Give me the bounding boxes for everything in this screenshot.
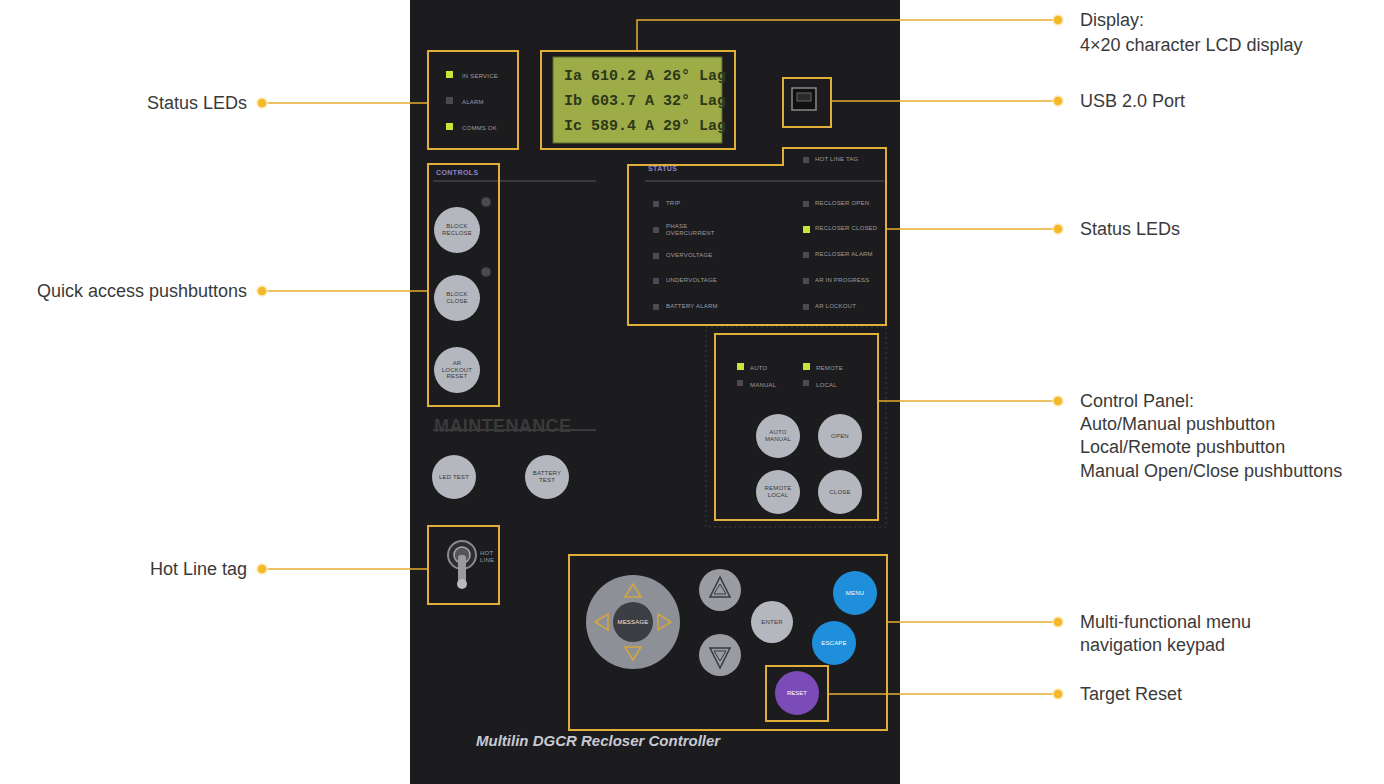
button-label: REMOTE LOCAL — [756, 470, 800, 514]
led-label: PHASE OVERCURRENT — [666, 223, 712, 236]
panel-title: Multilin DGCR Recloser Controller — [476, 733, 736, 750]
pushbutton: ENTER — [751, 601, 793, 643]
controller-panel: Multilin DGCR Recloser Controller IN SERV… — [410, 0, 900, 784]
led-label: COMMS OK — [462, 125, 518, 132]
section-heading: CONTROLS — [436, 169, 506, 177]
status-led-panel: STATUS TRIP PHASE OVERCURRENT OVERVOLTAGE UN… — [628, 148, 886, 325]
leader-lines — [262, 20, 1058, 694]
callout-label: Status LEDs — [7, 92, 247, 115]
button-label: ENTER — [751, 601, 793, 643]
switch-label: HOT LINE — [480, 550, 502, 563]
pushbutton: BLOCK RECLOSE — [434, 207, 480, 253]
button-label: MESSAGE — [613, 602, 653, 642]
pushbutton: BLOCK CLOSE — [434, 275, 480, 321]
divider — [433, 181, 596, 182]
button-label: BLOCK RECLOSE — [434, 207, 480, 253]
led-indicators — [446, 71, 810, 386]
led-label: RECLOSER ALARM — [815, 251, 883, 258]
callout-label: Display: — [1080, 9, 1370, 32]
callout-label: Quick access pushbuttons — [7, 280, 247, 303]
status-led-group: IN SERVICE ALARM COMMS OK — [427, 50, 519, 150]
button-label: AR LOCKOUT RESET — [434, 347, 480, 393]
lcd-line: Ib 603.7 A 32° Lag — [564, 92, 724, 112]
pushbutton: ESCAPE — [812, 621, 856, 665]
target-reset-box: RESET — [765, 665, 829, 722]
control-panel: AUTO REMOTE MANUAL LOCAL AUTO MANUAL OPEN REMO… — [714, 333, 879, 521]
callout-label: Status LEDs — [1080, 218, 1370, 241]
pushbutton: OPEN — [818, 414, 862, 458]
led-label: RECLOSER CLOSED — [815, 225, 883, 232]
led-label: TRIP — [666, 200, 728, 207]
led-label: AR LOCKOUT — [815, 303, 883, 310]
led-label: LOCAL — [816, 382, 866, 389]
control-frame — [706, 327, 886, 527]
button-label: LED TEST — [432, 455, 476, 499]
section-heading: MAINTENANCE — [434, 417, 554, 437]
pushbutton: AUTO MANUAL — [756, 414, 800, 458]
callout-label: 4×20 character LCD display — [1080, 34, 1370, 57]
pushbutton: CLOSE — [818, 470, 862, 514]
button-label: RESET — [775, 671, 819, 715]
led-label: UNDERVOLTAGE — [666, 277, 728, 284]
usb-port-inner — [797, 93, 811, 101]
led-label: STATUS — [648, 165, 708, 173]
led-label: IN SERVICE — [462, 73, 518, 80]
led-label: HOT LINE TAG — [815, 156, 883, 163]
button-label: MENU — [833, 571, 877, 615]
callout-label: Target Reset — [1080, 683, 1370, 706]
led-label: AR IN PROGRESS — [815, 277, 883, 284]
status-box-outline — [628, 148, 886, 325]
led-label: ALARM — [462, 99, 518, 106]
pushbutton: MENU — [833, 571, 877, 615]
value-buttons — [699, 569, 741, 676]
direction-pad — [586, 575, 680, 669]
callout-label: Control Panel: — [1080, 390, 1370, 413]
usb-port — [792, 88, 816, 110]
leader-dots — [257, 15, 1063, 699]
usb-box — [783, 78, 831, 127]
led-label: OVERVOLTAGE — [666, 252, 728, 259]
led-label: RECLOSER OPEN — [815, 200, 883, 207]
quick-access-group: CONTROLSBLOCK RECLOSEBLOCK CLOSEAR LOCKO… — [427, 163, 500, 407]
button-label: ESCAPE — [812, 621, 856, 665]
callout-label: USB 2.0 Port — [1080, 90, 1370, 113]
keypad-box — [569, 555, 887, 730]
pushbutton: AR LOCKOUT RESET — [434, 347, 480, 393]
button-label: AUTO MANUAL — [756, 414, 800, 458]
pushbutton: LED TEST — [432, 455, 476, 499]
lcd-line: Ia 610.2 A 26° Lag — [564, 67, 724, 87]
pushbutton: MESSAGE — [613, 602, 653, 642]
hot-line-tag-box: HOT LINE — [427, 525, 500, 605]
button-label: OPEN — [818, 414, 862, 458]
callout-label: Local/Remote pushbutton — [1080, 436, 1370, 459]
panel-face — [410, 0, 900, 784]
pushbutton: REMOTE LOCAL — [756, 470, 800, 514]
divider — [645, 181, 884, 182]
led-label: MANUAL — [750, 382, 800, 389]
callout-label: Multi-functional menu navigation keypad — [1080, 611, 1295, 657]
pushbutton: BATTERY TEST — [525, 455, 569, 499]
callout-label: Auto/Manual pushbutton — [1080, 413, 1370, 436]
led-label: REMOTE — [816, 365, 866, 372]
button-label: BATTERY TEST — [525, 455, 569, 499]
led-label: AUTO — [750, 365, 800, 372]
led-label: BATTERY ALARM — [666, 303, 728, 310]
callout-label: Hot Line tag — [7, 558, 247, 581]
lcd-display: Ia 610.2 A 26° Lag Ib 603.7 A 32° Lag Ic 5… — [540, 50, 736, 150]
callout-label: Manual Open/Close pushbuttons — [1080, 460, 1370, 483]
button-label: BLOCK CLOSE — [434, 275, 480, 321]
toggle-switch — [448, 541, 476, 589]
lcd-line: Ic 589.4 A 29° Lag — [564, 117, 724, 137]
button-label: CLOSE — [818, 470, 862, 514]
